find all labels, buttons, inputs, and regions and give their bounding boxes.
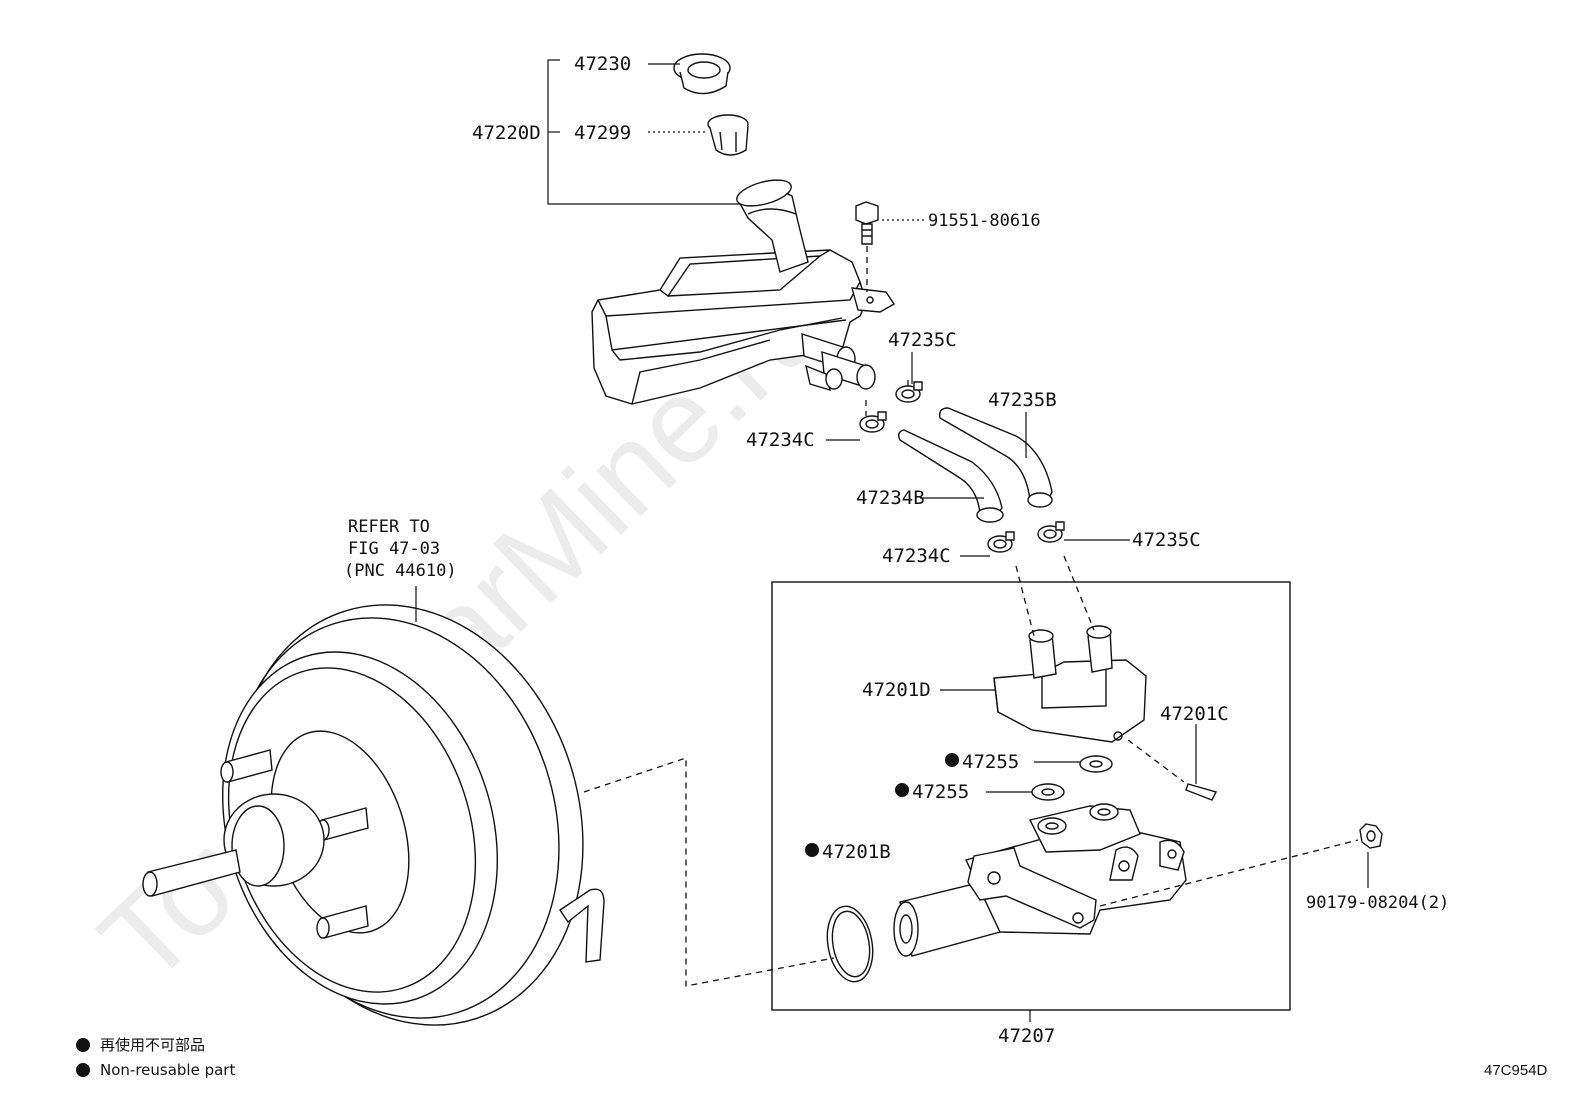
label-47230: 47230 — [574, 53, 631, 75]
refer-note-line1: REFER TO — [348, 517, 430, 537]
label-47201B: 47201B — [822, 841, 891, 863]
label-47255-upper: 47255 — [962, 751, 1019, 773]
label-47201C: 47201C — [1160, 703, 1229, 725]
reservoir-tank-drawing — [591, 179, 895, 405]
refer-note-line2: FIG 47-03 — [348, 539, 440, 559]
legend-jp: 再使用不可部品 — [100, 1036, 205, 1054]
refer-note-line3: (PNC 44610) — [344, 561, 457, 581]
leader-lines — [415, 59, 1369, 1022]
legend-en: Non-reusable part — [100, 1061, 235, 1079]
legend-bullet — [76, 1038, 90, 1052]
nut-drawing — [1359, 823, 1383, 849]
legend-bullet — [76, 1063, 90, 1077]
reservoir-cap-drawing — [673, 53, 731, 95]
label-47255-lower: 47255 — [912, 781, 969, 803]
reservoir-strainer-drawing — [707, 114, 749, 156]
reservoir-grommet-block-drawing — [993, 625, 1147, 743]
label-91551-80616: 91551-80616 — [928, 211, 1041, 231]
label-47207: 47207 — [998, 1025, 1055, 1047]
refer-to-note: REFER TO FIG 47-03 (PNC 44610) — [344, 517, 457, 581]
bolt-drawing — [855, 201, 879, 245]
label-47235C-right: 47235C — [1132, 529, 1201, 551]
label-90179-08204: 90179-08204(2) — [1306, 893, 1449, 913]
label-47234C-lower: 47234C — [882, 545, 951, 567]
label-47299: 47299 — [574, 122, 631, 144]
label-47201D: 47201D — [862, 679, 931, 701]
label-47220D: 47220D — [472, 122, 541, 144]
figure-code: 47C954D — [1484, 1062, 1548, 1079]
assembly-dashed-lines — [583, 246, 1359, 987]
pin-drawing — [1185, 783, 1218, 801]
label-47234C-upper: 47234C — [746, 429, 815, 451]
o-ring-drawing — [826, 905, 874, 983]
hoses-drawing — [897, 407, 1053, 523]
non-reusable-marker — [895, 783, 909, 797]
clamps-drawing — [859, 381, 1065, 553]
legend: 再使用不可部品 Non-reusable part — [76, 1036, 235, 1079]
label-47235C-top: 47235C — [888, 329, 957, 351]
master-cylinder-drawing — [893, 803, 1187, 957]
master-cylinder-kit-box — [771, 581, 1291, 1011]
non-reusable-marker — [805, 843, 819, 857]
label-47234B: 47234B — [856, 487, 925, 509]
non-reusable-marker — [945, 753, 959, 767]
label-47235B: 47235B — [988, 389, 1057, 411]
brake-booster-drawing — [142, 604, 605, 1026]
